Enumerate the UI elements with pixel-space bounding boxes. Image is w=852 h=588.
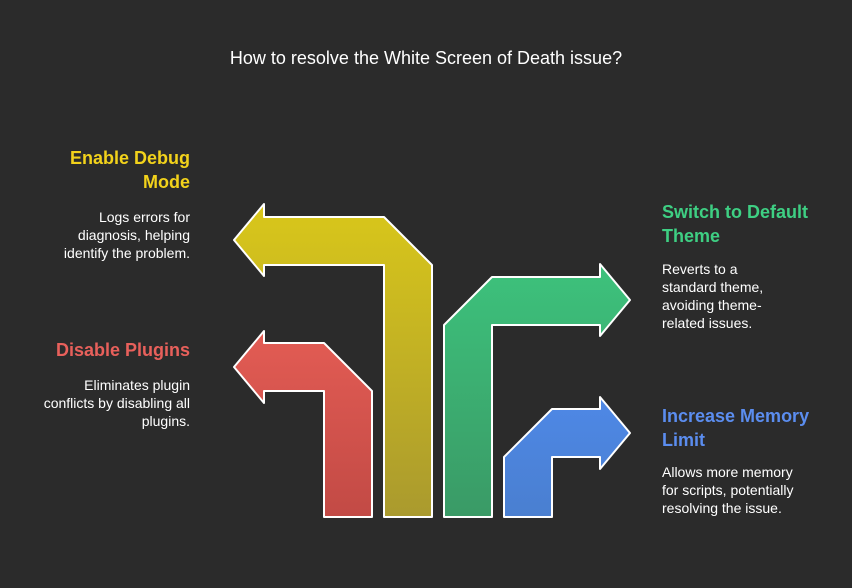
arrow-disable-plugins: [233, 330, 373, 518]
step-label-increase-memory-limit: Increase Memory Limit: [662, 406, 810, 450]
step-desc-increase-memory-limit: Allows more memory for scripts, potentia…: [662, 464, 794, 516]
step-label-disable-plugins: Disable Plugins: [55, 340, 190, 360]
arrow-increase-memory-limit: [503, 396, 631, 518]
step-desc-enable-debug-mode: Logs errors for diagnosis, helping ident…: [63, 209, 190, 261]
step-desc-switch-default-theme: Reverts to a standard theme, avoiding th…: [662, 261, 764, 331]
step-desc-disable-plugins: Eliminates plugin conflicts by disabling…: [43, 377, 190, 429]
diagram-title: How to resolve the White Screen of Death…: [229, 48, 623, 68]
step-label-switch-default-theme: Switch to Default Theme: [662, 202, 809, 246]
arrow-enable-debug-mode: [233, 203, 433, 518]
step-label-enable-debug-mode: Enable Debug Mode: [69, 148, 190, 192]
arrow-switch-default-theme: [443, 263, 631, 518]
